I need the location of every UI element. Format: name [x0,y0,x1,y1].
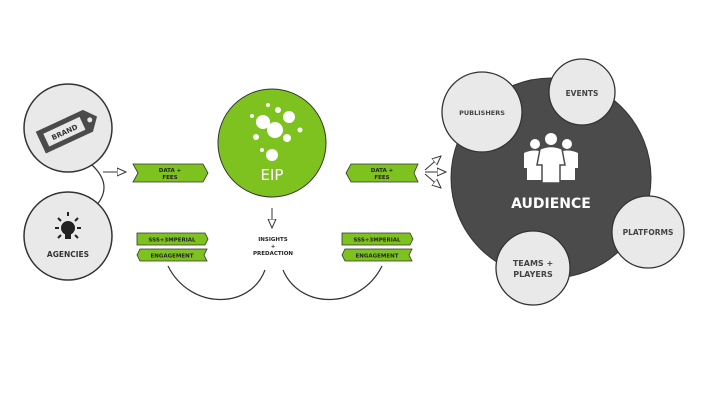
platforms-node: PLATFORMS [611,195,685,269]
engagement-tag-left: ENGAGEMENT [136,248,208,262]
brand-node: BRAND [23,83,113,173]
price-tag-icon: BRAND [35,109,98,154]
svg-text:PREDACTION: PREDACTION [253,251,293,257]
agencies-node: AGENCIES [23,191,113,281]
network-dots-icon [250,103,303,161]
lightbulb-icon [55,212,81,239]
svg-text:+: + [271,244,276,250]
svg-text:PLATFORMS: PLATFORMS [623,228,674,237]
svg-text:TEAMS +: TEAMS + [513,259,553,268]
svg-text:INSIGHTS: INSIGHTS [258,237,288,243]
svg-text:DATA +: DATA + [371,168,394,174]
engagement-tag-right: ENGAGEMENT [341,248,413,262]
svg-text:ENGAGEMENT: ENGAGEMENT [151,254,194,260]
svg-text:ENGAGEMENT: ENGAGEMENT [356,254,399,260]
arrow-out-1 [424,156,441,171]
svg-text:FEES: FEES [162,175,177,181]
arrow-out-3 [424,173,441,188]
eip-title: EIP [261,166,284,184]
right-curve [282,265,383,301]
publishers-node: PUBLISHERS [441,71,523,153]
svg-text:SSS+3MPERIAL: SSS+3MPERIAL [148,238,196,244]
teams-players-node: TEAMS + PLAYERS [495,230,571,306]
svg-text:EVENTS: EVENTS [566,89,599,98]
svg-text:DATA +: DATA + [159,168,182,174]
events-node: EVENTS [548,58,616,126]
svg-text:FEES: FEES [374,175,389,181]
svg-text:PLAYERS: PLAYERS [513,270,553,279]
svg-text:PUBLISHERS: PUBLISHERS [459,109,505,117]
sss-tag-right: SSS+3MPERIAL [341,232,414,246]
data-fees-tag-left: DATA + FEES [132,163,209,183]
audience-title: AUDIENCE [511,196,591,212]
people-group-icon [524,133,578,184]
data-fees-tag-right: DATA + FEES [345,163,419,183]
insights-label: INSIGHTS + PREDACTION [253,237,293,257]
svg-text:SSS+3MPERIAL: SSS+3MPERIAL [353,238,401,244]
left-curve [167,265,266,301]
agencies-label: AGENCIES [47,250,89,259]
eip-node: EIP [217,88,327,198]
sss-tag-left: SSS+3MPERIAL [136,232,209,246]
